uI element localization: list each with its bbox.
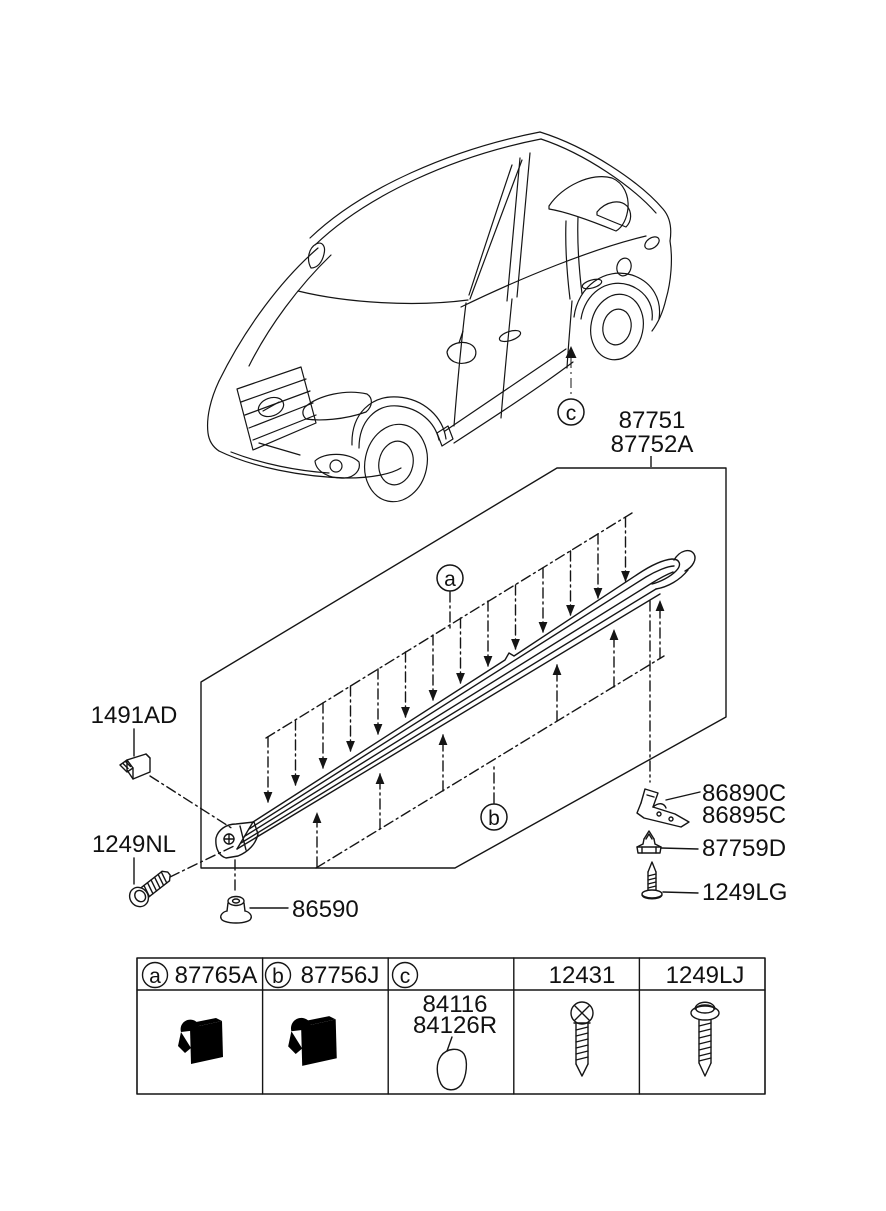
table-part-87756j: 87756J — [301, 962, 380, 989]
fuel-door — [616, 257, 632, 277]
headlight — [302, 391, 372, 421]
quarter-window — [596, 201, 632, 228]
screw-1249lg-icon — [641, 861, 663, 900]
moulding-pointer-arrowhead — [565, 346, 577, 358]
screw-12431-icon — [570, 1001, 594, 1077]
rear-wheel — [590, 293, 644, 361]
assembly-part-number-2: 87752A — [611, 431, 694, 458]
brand-logo — [257, 396, 285, 418]
grommet-86590-icon — [220, 895, 252, 924]
table-callout-c-letter: c — [400, 965, 411, 988]
clip-87756j-icon — [288, 1016, 337, 1066]
clip-1491ad-icon — [119, 753, 151, 780]
moulding-strip — [236, 549, 696, 850]
callout-b-letter: b — [488, 807, 500, 830]
table-callout-b-letter: b — [272, 965, 284, 988]
table-part-84126r: 84126R — [413, 1012, 497, 1039]
moulding-end-cap — [215, 821, 259, 859]
part-86895c-label: 86895C — [702, 802, 786, 829]
fog-lamp-bezel — [314, 453, 360, 479]
part-87759d — [636, 830, 699, 854]
part-86590-label: 86590 — [292, 896, 359, 923]
car-illustration — [206, 131, 672, 503]
screw-1249nl-icon — [128, 870, 171, 908]
antenna-fin — [307, 242, 326, 269]
callout-c-on-car: c — [557, 346, 585, 426]
table-part-84116: 84116 — [423, 991, 488, 1018]
part-1491ad — [119, 728, 234, 830]
pad-84116-icon — [436, 1036, 468, 1091]
part-1249nl — [128, 844, 237, 908]
part-86890c — [636, 600, 701, 828]
side-moulding-highlight — [444, 348, 567, 432]
cowl — [297, 290, 469, 305]
assembly-box-outline — [200, 467, 727, 869]
part-1249lg — [641, 861, 699, 900]
table-part-12431: 12431 — [549, 962, 616, 989]
assembly-part-number-1: 87751 — [619, 407, 686, 434]
front-door-handle — [498, 329, 522, 343]
clip-87759d-icon — [636, 830, 662, 854]
parts-table — [136, 957, 766, 1095]
beltline — [460, 235, 647, 308]
fog-lamp — [329, 459, 343, 473]
moulding-assembly-box — [200, 467, 727, 869]
clip-arrows-bottom — [312, 600, 665, 868]
callout-a-letter: a — [444, 568, 456, 591]
part-1249lg-label: 1249LG — [702, 879, 787, 906]
front-wheel — [364, 423, 428, 503]
table-callout-a-circle — [141, 961, 169, 989]
callout-b — [480, 766, 508, 831]
clip-87765a-icon — [178, 1018, 223, 1064]
grille — [236, 366, 317, 451]
part-86590 — [220, 859, 289, 924]
part-1249nl-label: 1249NL — [92, 831, 176, 858]
callout-c-letter: c — [566, 402, 577, 425]
table-part-1249lj: 1249LJ — [666, 962, 745, 989]
rear-door-handle — [581, 278, 603, 290]
taillight — [644, 236, 660, 250]
table-part-87765a: 87765A — [175, 962, 258, 989]
screw-1249lj-icon — [690, 1001, 720, 1077]
bracket-86890c-icon — [636, 788, 690, 828]
clip-arrows-top — [263, 516, 630, 803]
door-mirror — [446, 341, 477, 364]
part-1491ad-label: 1491AD — [91, 702, 178, 729]
table-callout-b-circle — [264, 961, 292, 989]
part-87759d-label: 87759D — [702, 835, 786, 862]
assembly-label: 87751 87752A — [611, 407, 694, 467]
table-callout-a-letter: a — [149, 965, 161, 988]
callout-a — [436, 564, 464, 629]
table-callout-c-circle — [391, 961, 419, 989]
part-86890c-label: 86890C — [702, 780, 786, 807]
